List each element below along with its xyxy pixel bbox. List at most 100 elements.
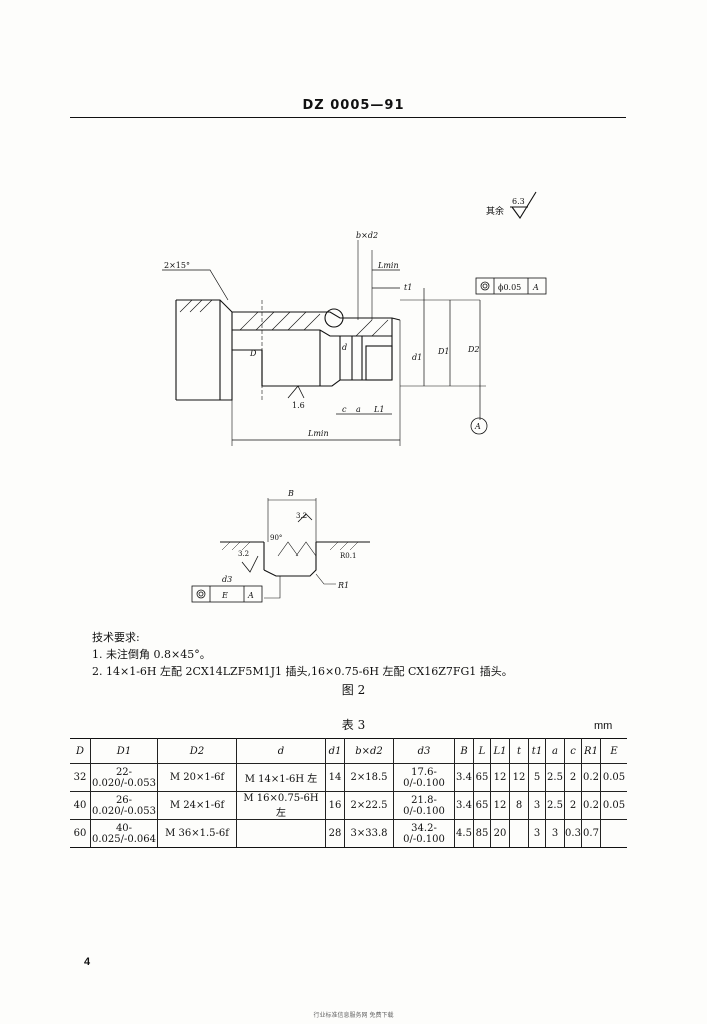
table-cell: 0.7 [581, 819, 601, 848]
table-cell: 3 [545, 819, 565, 848]
table-unit: mm [594, 720, 613, 732]
notes-item-2: 2. 14×1-6H 左配 2CX14LZF5M1J1 插头,16×0.75-6… [92, 665, 513, 678]
dim-D2: D2 [467, 345, 480, 354]
table-cell: 0.2 [581, 763, 601, 792]
detail-tolerance-E: E [221, 591, 228, 600]
table-cell: 2.5 [545, 791, 565, 820]
notes-item-1: 1. 未注倒角 0.8×45°。 [92, 648, 211, 661]
table-cell: 3×33.8 [344, 819, 394, 848]
table-header-cell: E [600, 738, 627, 764]
table-cell: 0.3 [564, 819, 582, 848]
table-cell: 12 [490, 763, 510, 792]
detail-angle: 90° [270, 534, 282, 542]
footer-scan-text: 行业标准信息服务网 免费下载 [313, 1012, 394, 1019]
technical-notes: 技术要求: 1. 未注倒角 0.8×45°。 2. 14×1-6H 左配 2CX… [92, 629, 513, 680]
table-cell [600, 819, 627, 848]
notes-heading: 技术要求: [92, 631, 140, 644]
part-outline-upper [176, 299, 401, 321]
part-outline-lower [176, 349, 392, 401]
detail-finish-left: 3.2 [238, 550, 249, 558]
table-title: 表 3 [341, 718, 366, 732]
table-header-cell: d1 [325, 738, 345, 764]
detail-d3: d3 [222, 575, 232, 584]
table-cell: 3 [528, 791, 546, 820]
table-header-cell: R1 [581, 738, 601, 764]
dim-a: a [356, 405, 361, 414]
concentricity-value: ϕ0.05 [498, 283, 521, 292]
dim-c: c [342, 405, 347, 414]
table-cell: 28 [325, 819, 345, 848]
detail-tolerance-frame [191, 585, 263, 603]
dim-Lmin: Lmin [307, 429, 329, 438]
table-cell: 3.4 [454, 763, 474, 792]
detail-R01: R0.1 [340, 552, 356, 560]
table-cell: 2×18.5 [344, 763, 394, 792]
table-cell: 26-0.020/-0.053 [90, 791, 158, 820]
table-cell: 34.2-0/-0.100 [393, 819, 455, 848]
table-header-cell: D1 [90, 738, 158, 764]
table-cell: M 36×1.5-6f [157, 819, 237, 848]
seal-ball [324, 308, 344, 328]
table-cell: M 24×1-6f [157, 791, 237, 820]
detail-datum-A: A [247, 591, 254, 600]
standard-code-header: DZ 0005—91 [302, 98, 405, 113]
table-header-cell: d3 [393, 738, 455, 764]
table-cell: 60 [70, 819, 91, 848]
detail-finish-top: 3.2 [296, 512, 307, 520]
dim-D1: D1 [437, 347, 450, 356]
datum-ref: A [532, 283, 539, 292]
concentricity-frame [475, 277, 547, 295]
datum-bubble-label: A [474, 422, 481, 431]
chamfer-label: 2×15° [164, 261, 190, 270]
header-rule [70, 117, 626, 118]
table-cell: 40 [70, 791, 91, 820]
table-cell: 3.4 [454, 791, 474, 820]
table-cell: 4.5 [454, 819, 474, 848]
finish-rest-label: 其余 [486, 205, 504, 217]
table-header-cell: t1 [528, 738, 546, 764]
finish-rest-value: 6.3 [512, 197, 525, 206]
datum-bubble [470, 417, 488, 435]
table-header-cell: t [509, 738, 529, 764]
table-header-cell: a [545, 738, 565, 764]
detail-R1: R1 [337, 581, 349, 590]
table-cell: 16 [325, 791, 345, 820]
table-cell: 40-0.025/-0.064 [90, 819, 158, 848]
table-cell: 3 [528, 819, 546, 848]
table-cell: 20 [490, 819, 510, 848]
table-cell [236, 819, 326, 848]
table-header-cell: b×d2 [344, 738, 394, 764]
surface-finish-symbol [511, 191, 537, 219]
lmin-top-label: Lmin [377, 261, 399, 270]
table-cell: 65 [473, 791, 491, 820]
dim-L1: L1 [373, 405, 384, 414]
table-header-cell: D [70, 738, 91, 764]
table-cell: 12 [509, 763, 529, 792]
t1-label: t1 [404, 283, 412, 292]
dim-D: D [249, 349, 257, 358]
table-cell: 8 [509, 791, 529, 820]
table-header-cell: D2 [157, 738, 237, 764]
table-cell: 21.8-0/-0.100 [393, 791, 455, 820]
table-cell: 65 [473, 763, 491, 792]
dim-d: d [342, 343, 347, 352]
finish-bottom: 1.6 [292, 401, 305, 410]
page-number: 4 [84, 956, 91, 968]
table-cell [509, 819, 529, 848]
table-cell: M 14×1-6H 左 [236, 763, 326, 792]
figure-caption: 图 2 [341, 683, 366, 697]
table-cell: 5 [528, 763, 546, 792]
table-cell: 2.5 [545, 763, 565, 792]
table-cell: 12 [490, 791, 510, 820]
table-cell: 22-0.020/-0.053 [90, 763, 158, 792]
table-header-cell: d [236, 738, 326, 764]
thread-callout: b×d2 [356, 231, 378, 240]
table-cell: M 16×0.75-6H 左 [236, 791, 326, 820]
table-cell: 32 [70, 763, 91, 792]
